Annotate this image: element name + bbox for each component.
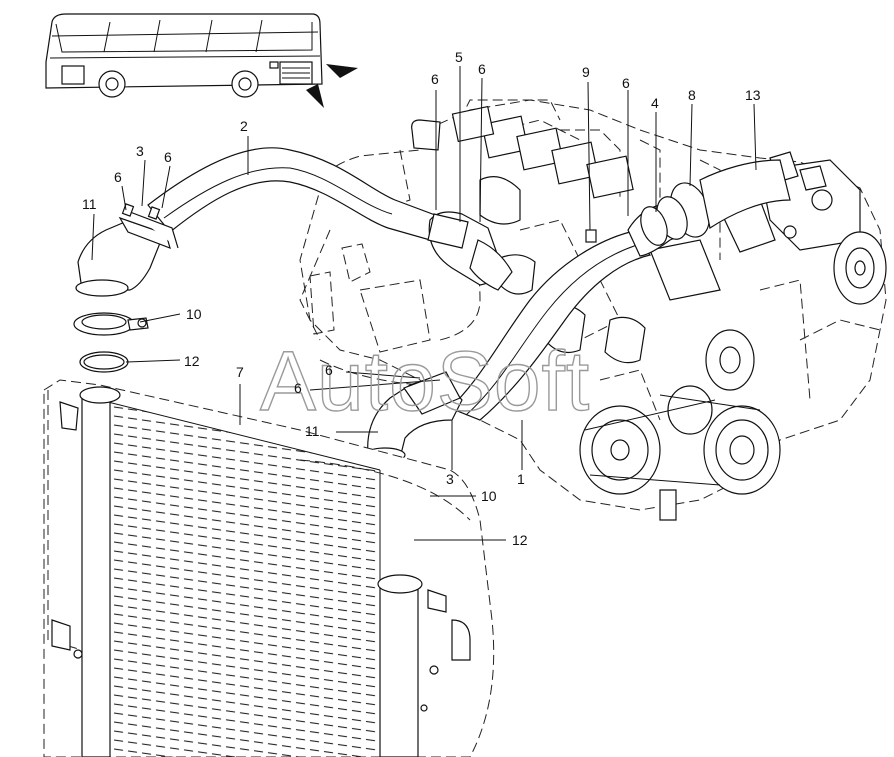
- callout-3: 3: [446, 471, 454, 487]
- callout-10: 10: [186, 306, 202, 322]
- callout-6: 6: [478, 61, 486, 77]
- charge-air-pipe-upper: [147, 147, 436, 241]
- callout-6: 6: [325, 362, 333, 378]
- callout-4: 4: [651, 95, 659, 111]
- callout-6: 6: [622, 75, 630, 91]
- callout-2: 2: [240, 118, 248, 134]
- callout-11: 11: [305, 423, 320, 439]
- callout-9: 9: [582, 64, 590, 80]
- callout-7: 7: [236, 364, 244, 380]
- callout-12: 12: [512, 532, 528, 548]
- callout-leader-lines: [91, 66, 757, 541]
- callout-6: 6: [431, 71, 439, 87]
- callout-6: 6: [294, 380, 302, 396]
- intercooler-radiator: [43, 379, 495, 757]
- sensor-9: [585, 229, 597, 243]
- engine-pulleys: [579, 231, 887, 521]
- callout-11: 11: [82, 196, 97, 212]
- elbow-hose-upper: [75, 203, 179, 297]
- engine-components: [411, 105, 861, 364]
- hose-clamp-upper: [73, 312, 149, 336]
- callout-3: 3: [136, 143, 144, 159]
- callout-5: 5: [455, 49, 463, 65]
- callout-6: 6: [114, 169, 122, 185]
- bus-locator-illustration: [45, 13, 358, 108]
- callout-13: 13: [745, 87, 761, 103]
- turbo-inlet-connector: [427, 211, 513, 291]
- intercooler-connector: [627, 159, 791, 257]
- callout-1: 1: [517, 471, 525, 487]
- o-ring-upper-inner: [83, 354, 125, 370]
- callout-8: 8: [688, 87, 696, 103]
- callout-10: 10: [481, 488, 497, 504]
- callout-numbers: 1 2 3 3 4 5 6 6 6 6 6 6 6 6 7 8 9 10 10 …: [82, 49, 761, 548]
- callout-12: 12: [184, 353, 200, 369]
- callout-6: 6: [164, 149, 172, 165]
- watermark: AutoSoft: [260, 334, 590, 428]
